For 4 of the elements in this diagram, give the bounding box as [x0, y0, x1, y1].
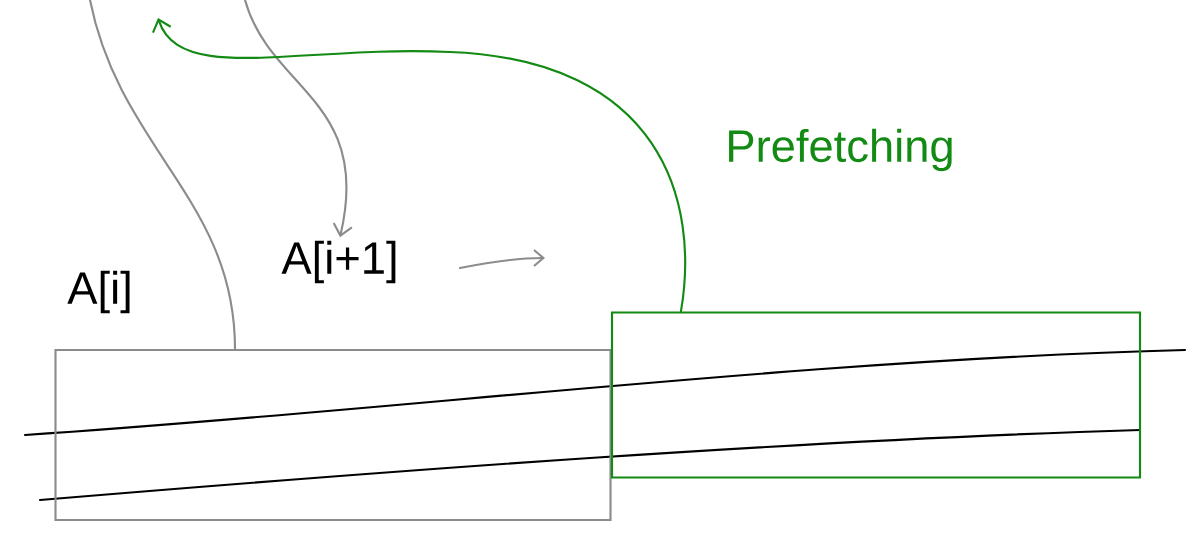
edge-label: Prefetching: [729, 128, 952, 172]
array-element-text: A[i+1]: [281, 240, 396, 284]
arrow: [243, 0, 353, 238]
arrow: [152, 18, 687, 313]
